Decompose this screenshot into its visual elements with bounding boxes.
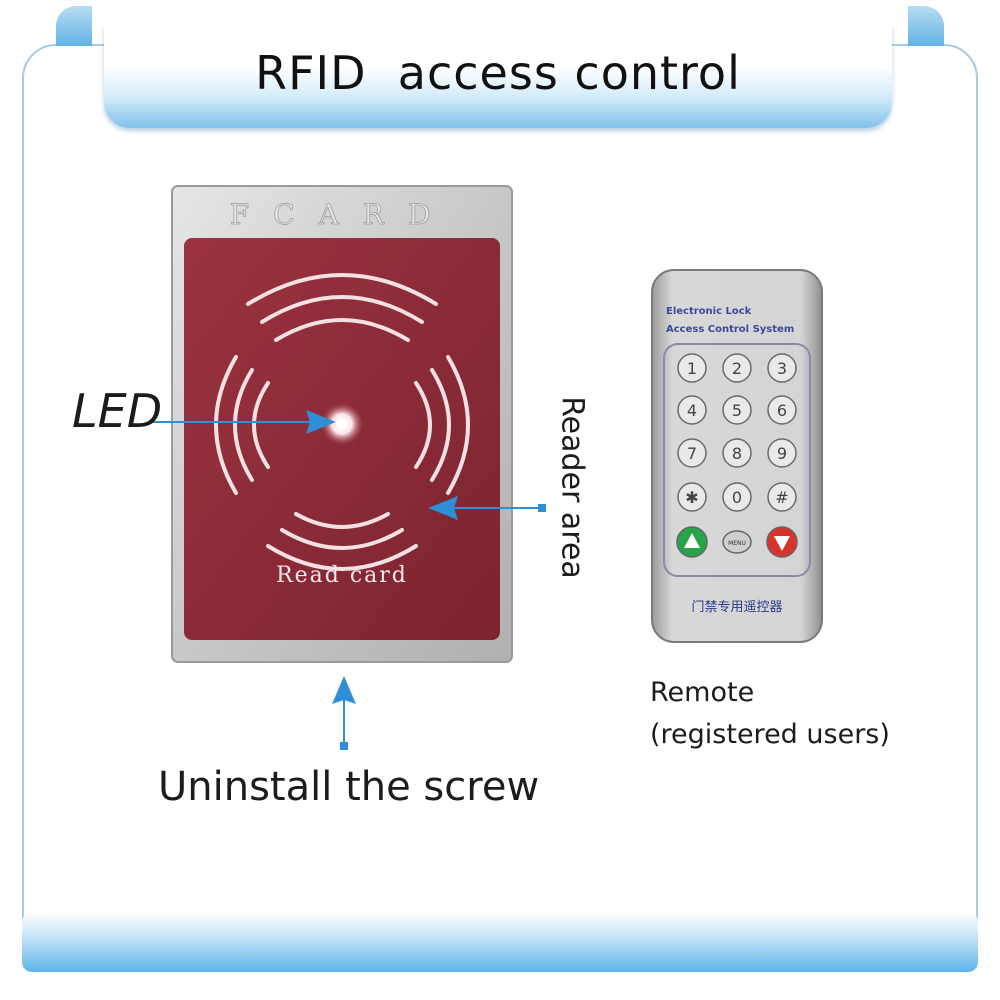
remote-key[interactable] <box>722 353 752 383</box>
remote-header-line1: Electronic Lock <box>666 306 752 317</box>
remote-keypad: 1 2 3 4 5 6 7 8 9 ✱ 0 # <box>677 353 797 512</box>
frame-tab-left <box>56 6 92 46</box>
remote-key-label: 4 <box>687 401 697 420</box>
remote-key[interactable] <box>767 438 797 468</box>
remote-key[interactable] <box>722 395 752 425</box>
remote-key-label: 9 <box>777 444 787 463</box>
remote-key-label: 7 <box>687 444 697 463</box>
read-card-text: Read card <box>276 563 408 588</box>
title-banner: RFID access control <box>104 26 892 128</box>
remote-arrow-keys: MENU <box>676 526 798 558</box>
remote-key[interactable] <box>767 395 797 425</box>
screw-arrow <box>332 676 356 750</box>
reader-brand-text: FCARD <box>230 198 455 231</box>
rfid-reader: FCARD Read card <box>171 185 513 663</box>
remote-key-label: 1 <box>687 359 697 378</box>
remote-key[interactable] <box>722 438 752 468</box>
bottom-band <box>22 912 978 972</box>
remote-header-line2: Access Control System <box>666 324 794 335</box>
wave-icon <box>214 273 470 571</box>
remote-key-label: 5 <box>732 401 742 420</box>
remote-key-label: # <box>775 488 788 507</box>
remote-key-label: 8 <box>732 444 742 463</box>
frame-tab-right <box>908 6 944 46</box>
remote-caption-line1: Remote <box>650 677 755 708</box>
remote-control: Electronic Lock Access Control System 1 2… <box>651 269 823 643</box>
menu-key-label: MENU <box>728 540 746 547</box>
remote-key[interactable] <box>677 395 707 425</box>
remote-key[interactable] <box>722 482 752 512</box>
remote-key[interactable] <box>677 482 707 512</box>
remote-key[interactable] <box>677 353 707 383</box>
remote-key[interactable] <box>677 438 707 468</box>
remote-caption: Remote (registered users) <box>650 672 890 756</box>
remote-key-label: 3 <box>777 359 787 378</box>
up-arrow-icon <box>684 533 700 548</box>
reader-area-callout: Reader area <box>554 396 590 579</box>
reader-area-arrow <box>428 496 546 520</box>
menu-key[interactable] <box>722 530 752 554</box>
remote-key[interactable] <box>767 482 797 512</box>
remote-footer-text: 门禁专用遥控器 <box>691 600 782 615</box>
led-callout: LED <box>72 384 163 438</box>
remote-key-label: ✱ <box>685 488 698 507</box>
remote-keypad-frame <box>663 343 811 577</box>
down-arrow-icon <box>774 536 790 551</box>
remote-key-label: 6 <box>777 401 787 420</box>
led-arrow <box>150 410 336 434</box>
remote-key-label: 0 <box>732 488 742 507</box>
remote-caption-line2: (registered users) <box>650 719 890 750</box>
remote-key-label: 2 <box>732 359 742 378</box>
led-core <box>336 418 348 430</box>
remote-key[interactable] <box>767 353 797 383</box>
uninstall-screw-callout: Uninstall the screw <box>158 764 540 810</box>
page-title: RFID access control <box>255 46 741 100</box>
